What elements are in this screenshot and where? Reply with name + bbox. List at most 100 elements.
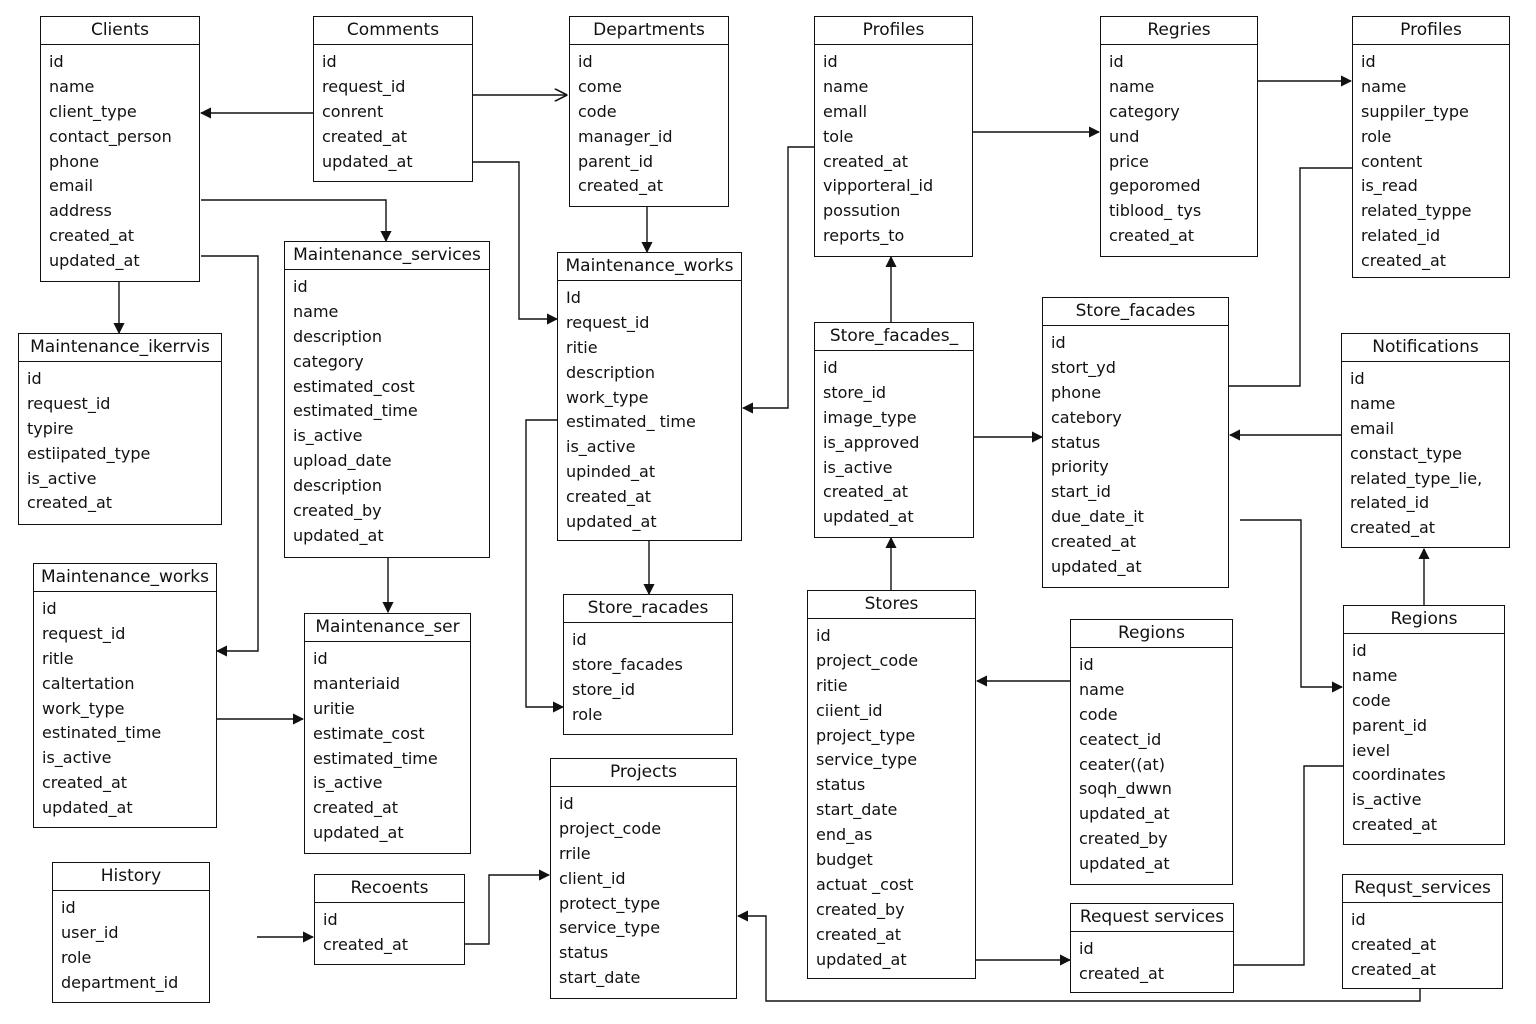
field-row: id bbox=[27, 369, 42, 388]
field-row: id bbox=[322, 52, 337, 71]
field-row: created_at bbox=[323, 934, 409, 954]
table-title: Notifications bbox=[1342, 334, 1509, 362]
field-row: category bbox=[293, 351, 364, 371]
field-row: conrent bbox=[322, 101, 384, 121]
field-row: description bbox=[293, 326, 382, 346]
field-row: email bbox=[49, 176, 94, 196]
link-profiles-maintenance-works bbox=[741, 146, 815, 414]
field-row: name bbox=[1109, 76, 1155, 96]
field-row: upload_date bbox=[293, 451, 392, 471]
field-row: coordinates bbox=[1352, 765, 1446, 785]
field-row: id bbox=[1350, 369, 1365, 388]
field-row: image_type bbox=[823, 407, 917, 427]
field-row: uritie bbox=[313, 698, 355, 718]
field-row: created_at bbox=[313, 798, 399, 818]
link-clients-maintenance-services bbox=[201, 199, 392, 243]
field-row: start_id bbox=[1051, 482, 1111, 502]
field-row: project_code bbox=[559, 818, 662, 838]
field-row: priority bbox=[1051, 457, 1109, 477]
field-row: ceatect_id bbox=[1079, 729, 1162, 749]
field-row: id bbox=[1109, 52, 1124, 71]
field-row: description bbox=[566, 362, 655, 382]
field-row: updated_at bbox=[313, 823, 404, 843]
field-row: updated_at bbox=[823, 507, 914, 527]
field-row: created_by bbox=[1079, 829, 1168, 849]
field-row: store_id bbox=[572, 679, 636, 699]
field-row: user_id bbox=[61, 922, 119, 942]
field-row: due_date_it bbox=[1051, 507, 1144, 527]
field-row: created_at bbox=[816, 924, 902, 944]
field-row: id bbox=[1361, 52, 1376, 71]
table-title: Store_facades_ bbox=[815, 323, 973, 351]
table-title: Regions bbox=[1071, 620, 1232, 648]
field-row: updated_at bbox=[293, 525, 384, 545]
field-row: created_at bbox=[578, 176, 664, 196]
table-title: Regions bbox=[1344, 606, 1504, 634]
field-row: id bbox=[293, 277, 308, 296]
table-title: Stores bbox=[808, 591, 975, 619]
table-title: Store_racades bbox=[564, 595, 732, 623]
field-row: role bbox=[61, 947, 92, 967]
field-row: is_active bbox=[293, 426, 363, 446]
field-row: address bbox=[49, 201, 112, 221]
field-row: status bbox=[816, 775, 866, 795]
field-row: manager_id bbox=[578, 126, 673, 146]
field-row: project_code bbox=[816, 650, 919, 670]
field-row: updated_at bbox=[42, 798, 133, 818]
field-row: created_at bbox=[1352, 815, 1438, 835]
field-row: category bbox=[1109, 101, 1180, 121]
field-row: parent_id bbox=[578, 151, 654, 171]
field-row: parent_id bbox=[1352, 715, 1428, 735]
field-row: updated_at bbox=[1079, 804, 1170, 824]
field-row: created_by bbox=[816, 899, 905, 919]
field-row: id bbox=[1079, 939, 1094, 958]
table-title: Maintenance_ser bbox=[305, 614, 470, 642]
field-row: client_type bbox=[49, 101, 137, 121]
field-row: id bbox=[323, 910, 338, 929]
table-title: Departments bbox=[570, 17, 728, 45]
table-title: Requst_services bbox=[1343, 875, 1502, 903]
field-list: id created_at bbox=[1071, 932, 1233, 987]
field-row: client_id bbox=[559, 868, 626, 888]
field-row: estimated_ time bbox=[566, 412, 696, 432]
field-row: email bbox=[1350, 418, 1395, 438]
field-row: come bbox=[578, 76, 623, 96]
field-row: rrile bbox=[559, 843, 591, 863]
field-row: created_at bbox=[1079, 963, 1165, 983]
field-row: created_at bbox=[42, 773, 128, 793]
table-request-services: Request services id created_at bbox=[1070, 903, 1234, 993]
field-row: updated_at bbox=[49, 251, 140, 271]
table-title: Regries bbox=[1101, 17, 1257, 45]
field-row: estimated_time bbox=[293, 401, 418, 421]
field-row: constact_type bbox=[1350, 443, 1462, 463]
field-row: request_id bbox=[566, 312, 650, 332]
field-row: start_date bbox=[816, 800, 898, 820]
table-title: Request services bbox=[1071, 904, 1233, 932]
field-row: manteriaid bbox=[313, 673, 401, 693]
field-row: geporomed bbox=[1109, 176, 1201, 196]
field-row: request_id bbox=[42, 623, 126, 643]
field-row: suppiler_type bbox=[1361, 101, 1469, 121]
field-row: id bbox=[559, 794, 574, 813]
field-row: tiblood_ tys bbox=[1109, 201, 1202, 221]
field-row: id bbox=[572, 630, 587, 649]
table-title: History bbox=[53, 863, 209, 891]
field-row: name bbox=[1079, 679, 1125, 699]
field-row: ritle bbox=[42, 648, 74, 668]
field-row: created_at bbox=[1351, 959, 1437, 979]
